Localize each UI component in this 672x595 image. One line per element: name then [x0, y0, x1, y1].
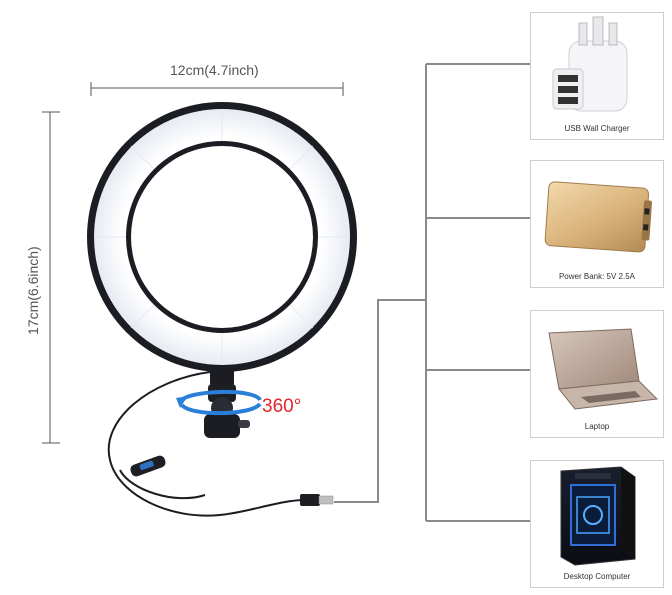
device-card-laptop: Laptop [530, 310, 664, 438]
inline-switch [130, 455, 166, 477]
ball-head-mount [204, 384, 250, 438]
width-dimension-line [90, 82, 344, 96]
usb-wall-charger-icon [552, 16, 628, 112]
desktop-computer-icon [560, 466, 636, 566]
height-dimension-line [42, 111, 60, 444]
device-card-usb-wall-charger: USB Wall Charger [530, 12, 664, 140]
laptop-icon [548, 328, 659, 410]
power-bank-icon [544, 181, 652, 253]
width-label: 12cm(4.7inch) [170, 62, 259, 78]
usb-cable [107, 371, 306, 517]
rotation-label: 360° [262, 396, 302, 417]
height-label: 17cm(6.6inch) [25, 246, 41, 335]
ring-light [87, 102, 357, 386]
rotation-arrow-icon [176, 390, 262, 416]
device-caption: Desktop Computer [563, 572, 631, 581]
device-caption: Power Bank: 5V 2.5A [558, 272, 636, 281]
device-caption: USB Wall Charger [564, 124, 630, 133]
device-caption: Laptop [584, 422, 610, 431]
usb-plug [300, 494, 334, 506]
connector-lines [334, 63, 530, 522]
device-card-desktop-computer: Desktop Computer [530, 460, 664, 588]
device-card-power-bank: Power Bank: 5V 2.5A [530, 160, 664, 288]
